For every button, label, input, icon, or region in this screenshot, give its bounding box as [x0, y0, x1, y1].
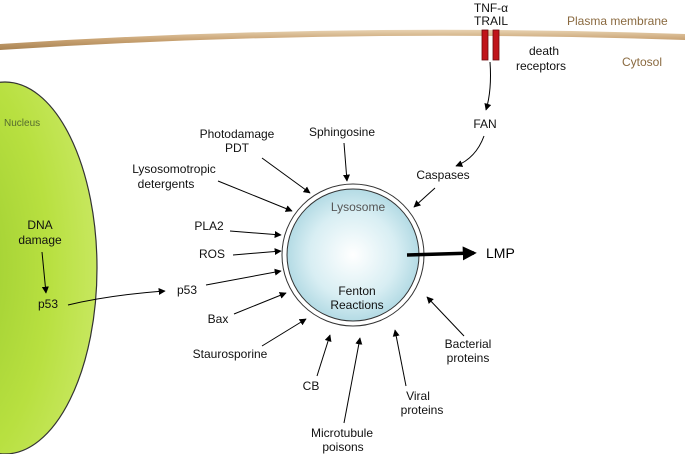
death-receptor-bar-left	[481, 29, 489, 61]
death-receptor-bar-right	[492, 29, 500, 61]
arrow-lmp	[406, 246, 477, 261]
arrow-bacterial	[426, 296, 465, 337]
fan-label: FAN	[473, 117, 496, 131]
viral-label: Viral	[406, 389, 430, 403]
nucleus	[0, 81, 98, 454]
arrow-viral	[392, 329, 407, 387]
ros-label: ROS	[199, 247, 225, 261]
cb-label: CB	[303, 379, 320, 393]
staurosporine-label: Staurosporine	[193, 347, 268, 361]
reactions-label: Reactions	[330, 298, 383, 312]
bax-label: Bax	[208, 312, 229, 326]
poisons-label: poisons	[322, 440, 363, 454]
damage-label: damage	[18, 233, 62, 247]
receptors-label: receptors	[516, 59, 566, 73]
arrow-p53	[205, 268, 282, 286]
pdt-label: PDT	[225, 141, 250, 155]
pla2-label: PLA2	[194, 219, 224, 233]
arrow-fan-to-caspases	[455, 135, 485, 167]
photodamage-label: Photodamage	[200, 127, 275, 141]
arrow-sphingosine	[343, 142, 350, 182]
sphingosine-label: Sphingosine	[309, 125, 375, 139]
nucleus-p53-label: p53	[38, 297, 58, 311]
trail-label: TRAIL	[474, 14, 508, 28]
bacterial-proteins-label: proteins	[447, 351, 490, 365]
detergents-label: detergents	[138, 177, 195, 191]
fenton-label: Fenton	[338, 284, 375, 298]
arrow-photodamage	[261, 157, 311, 194]
microtubule-label: Microtubule	[311, 426, 373, 440]
viral-proteins-label: proteins	[401, 403, 444, 417]
lysosome-label: Lysosome	[331, 200, 386, 214]
death-label: death	[529, 44, 559, 58]
arrow-cb	[316, 334, 332, 377]
arrow-lysosomotropic	[217, 180, 293, 212]
arrow-p53-to-cytosol	[67, 287, 166, 306]
lysosomotropic-label: Lysosomotropic	[132, 162, 216, 176]
lmp-label: LMP	[486, 245, 515, 261]
arrow-bax	[233, 292, 287, 315]
caspases-label: Caspases	[416, 168, 469, 182]
plasma-membrane	[0, 29, 685, 50]
cytosol-label: Cytosol	[622, 55, 662, 69]
tnf-alpha-label: TNF-α	[474, 1, 508, 15]
dna-label: DNA	[27, 218, 52, 232]
bacterial-label: Bacterial	[445, 337, 492, 351]
arrow-receptor-to-fan	[484, 61, 492, 111]
arrow-dna-to-p53	[41, 251, 49, 294]
plasma-membrane-label: Plasma membrane	[567, 14, 668, 28]
arrow-microtubule	[343, 337, 363, 424]
arrow-pla2	[229, 230, 282, 238]
nucleus-label: Nucleus	[4, 118, 40, 129]
p53-label: p53	[177, 283, 197, 297]
arrow-ros	[232, 248, 282, 256]
arrow-staurosporine	[261, 318, 307, 347]
arrow-caspases-to-lysosome	[413, 187, 436, 208]
